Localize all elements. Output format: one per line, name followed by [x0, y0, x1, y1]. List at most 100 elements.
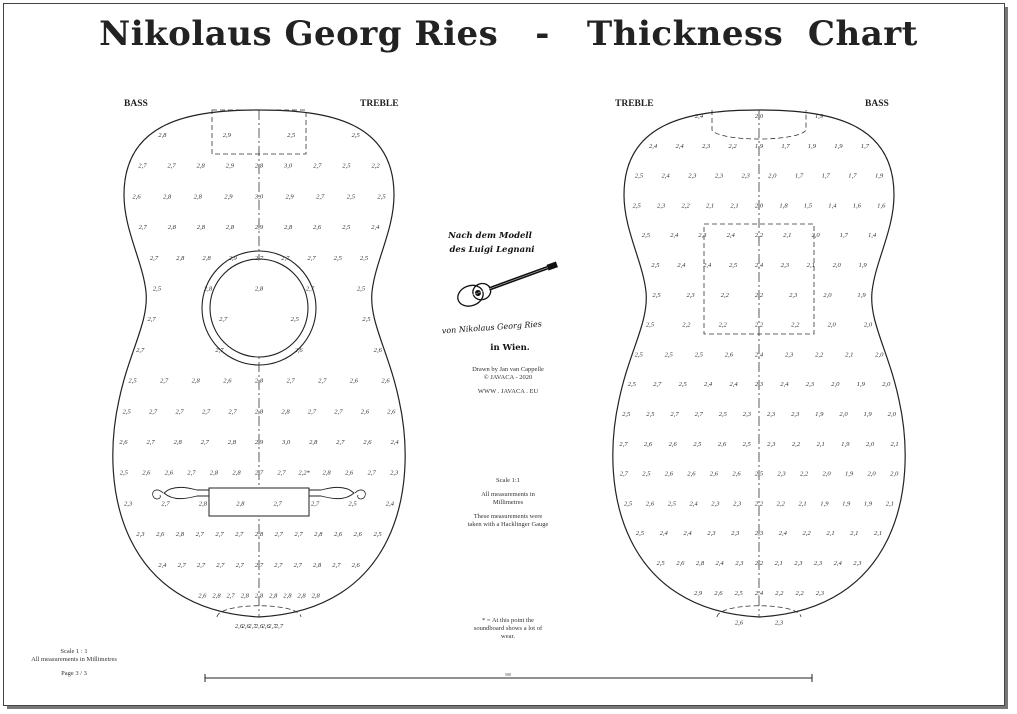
right-treble-label: TREBLE [615, 99, 654, 109]
copyright-text: © JAVACA - 2020 [483, 374, 533, 381]
right-bass-label: BASS [865, 99, 889, 109]
soundboard-measurement: 2,8 [297, 593, 306, 600]
soundboard-measurement: 3,0 [281, 439, 291, 446]
soundboard-measurement: 2,7 [294, 531, 303, 538]
soundboard-measurement: 2,6 [223, 378, 232, 385]
soundboard-measurement: 2,6 [255, 623, 264, 630]
frame-shadow-right [1005, 7, 1008, 709]
soundboard-measurement: 2,6 [334, 531, 343, 538]
back-measurement: 2,5 [651, 262, 660, 269]
center-notes: Scale 1:1 All measurements in Millimetre… [466, 477, 550, 529]
back-measurement: 2,3 [777, 471, 786, 478]
back-measurement: 2,2 [791, 322, 800, 329]
soundboard-measurement: 2,7 [196, 531, 205, 538]
soundboard-measurement: 2,7 [146, 439, 155, 446]
soundboard-measurement: 2,5 [357, 286, 366, 293]
back-measurement: 2,7 [670, 411, 679, 418]
soundboard-measurement: 2,8 [158, 132, 167, 139]
back-measurement: 2,3 [686, 292, 695, 299]
back-measurement: 2,1 [817, 441, 825, 448]
soundboard-measurement: 2,8 [281, 408, 290, 415]
soundboard-measurement: 2,8 [197, 224, 206, 231]
back-measurement: 2,4 [755, 351, 764, 358]
bl-measurement-text: All measurements in Millimetres [31, 656, 117, 663]
soundboard-measurement: 2,8 [313, 562, 322, 569]
back-measurement: 2,4 [729, 381, 738, 388]
back-measurement: 2,2 [755, 322, 764, 329]
soundhole-ring [209, 258, 309, 358]
back-measurement: 2,0 [864, 322, 873, 329]
soundboard-measurement: 2,7 [202, 408, 211, 415]
soundboard-measurement: 2,5 [377, 193, 386, 200]
back-measurement: 2,3 [806, 381, 815, 388]
back-measurement: 2,4 [661, 173, 670, 180]
soundboard-measurement: 2,7 [255, 562, 264, 569]
back-measurement: 2,3 [755, 381, 764, 388]
back-measurement: 2,9 [694, 590, 703, 597]
back-measurement: 2,3 [775, 620, 784, 627]
soundboard-measurement: 2,7 [277, 470, 286, 477]
back-measurement: 2,5 [646, 322, 655, 329]
soundboard-measurement: 2,7 [215, 531, 224, 538]
back-measurement: 2,1 [845, 351, 853, 358]
soundboard-measurement: 2,8 [226, 224, 235, 231]
soundboard-measurement: 2,7 [255, 255, 264, 262]
scale-bar-label: 500 [505, 672, 511, 677]
back-measurement: 2,6 [718, 441, 727, 448]
back-measurement: 2,1 [730, 202, 738, 209]
back-measurement: 2,4 [704, 381, 713, 388]
guitar-drawing-icon [457, 261, 558, 307]
back-measurement: 1,6 [853, 202, 862, 209]
back-measurement: 2,0 [875, 351, 884, 358]
back-measurement: 2,0 [755, 113, 764, 120]
back-measurement: 2,3 [814, 560, 823, 567]
drawn-by-text: Drawn by Jan van Cappelle [472, 366, 544, 373]
back-measurement: 1,7 [848, 173, 857, 180]
measurement-unit-text: All measurements in Millimetres [481, 491, 535, 506]
back-measurement: 2,2 [802, 530, 811, 537]
back-measurement: 2,0 [867, 471, 876, 478]
back-measurement: 1,9 [875, 173, 884, 180]
soundboard-measurement: 2,5 [287, 132, 296, 139]
back-measurement: 2,2 [721, 292, 730, 299]
back-measurement: 2,6 [644, 441, 653, 448]
soundboard-measurement: 2,5 [291, 316, 300, 323]
soundboard-measurement: 2,5 [342, 163, 351, 170]
soundboard-measurement: 2,8 [314, 531, 323, 538]
back-measurement: 2,5 [633, 202, 642, 209]
page-number: Page 3 / 3 [61, 670, 87, 677]
back-measurement: 2,3 [791, 411, 800, 418]
website-link[interactable]: WWW . JAVACA . EU [477, 388, 539, 395]
soundboard-measurement: 2,7 [147, 316, 156, 323]
soundboard-measurement: 2,4 [386, 500, 395, 507]
bridge-outline [152, 486, 366, 517]
back-measurement: 2,5 [642, 471, 651, 478]
back-measurement: 2,5 [755, 471, 764, 478]
soundboard-measurement: 2,5 [334, 255, 343, 262]
back-measurement: 2,2 [755, 232, 764, 239]
soundboard-measurement: 2,7 [215, 347, 224, 354]
back-measurement: 2,0 [888, 411, 897, 418]
soundboard-measurement: 2,7 [228, 408, 237, 415]
soundboard-measurement: 2,7 [306, 286, 315, 293]
soundboard-measurement: 2,5 [123, 408, 132, 415]
soundboard-measurement: 2,7 [311, 500, 320, 507]
back-measurement: 2,3 [735, 560, 744, 567]
soundboard-measurement: 2,8 [194, 193, 203, 200]
soundboard-measurement: 2,6 [242, 623, 251, 630]
back-measurement: 2,3 [707, 530, 716, 537]
back-measurement: 1,9 [842, 500, 851, 507]
back-measurement: 2,0 [823, 292, 832, 299]
back-measurement: 2,3 [755, 530, 764, 537]
back-measurement: 1,9 [864, 500, 873, 507]
back-measurement: 2,3 [711, 500, 720, 507]
soundboard-measurement: 2,8 [232, 470, 241, 477]
back-measurement: 2,4 [689, 500, 698, 507]
soundboard-measurement: 2,6 [119, 439, 128, 446]
back-measurement: 1,9 [858, 262, 867, 269]
soundboard-measurement: 2,9 [255, 224, 264, 231]
